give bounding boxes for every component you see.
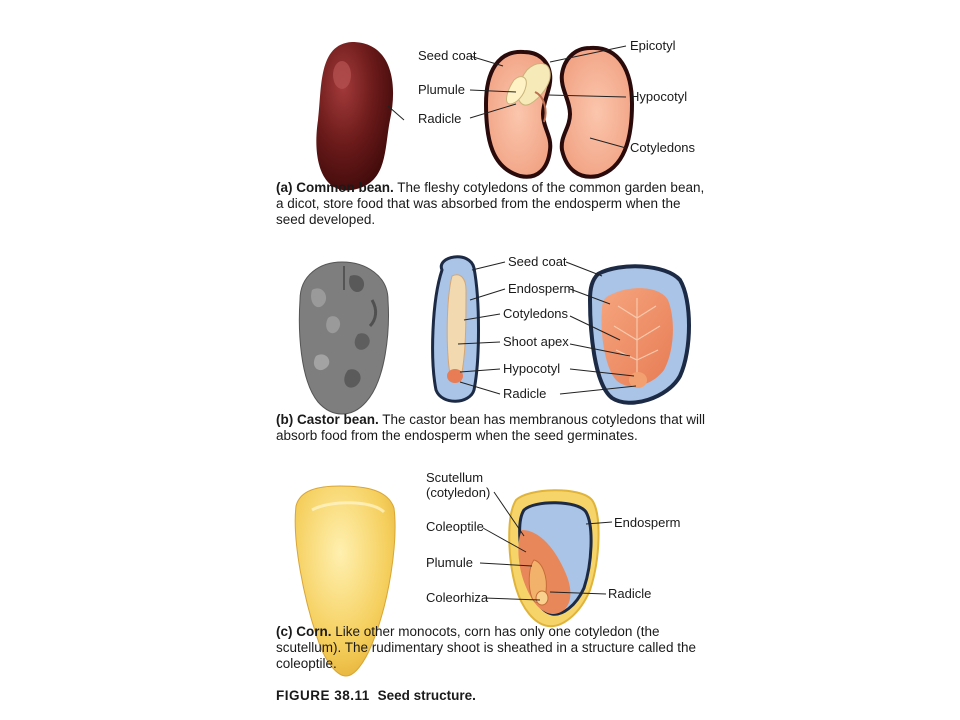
common-bean-panel: Seed coat Plumule Radicle Epicotyl Hypoc… xyxy=(316,38,696,191)
caption-b-body: The castor bean has membranous cotyledon… xyxy=(276,412,705,443)
figure-title: FIGURE 38.11 Seed structure. xyxy=(276,688,476,703)
common-bean-section xyxy=(483,45,635,179)
label-radicle-c: Radicle xyxy=(608,586,651,601)
label-hypocotyl-b: Hypocotyl xyxy=(503,361,560,376)
label-radicle-b: Radicle xyxy=(503,386,546,401)
castor-bean-face-section xyxy=(587,264,691,405)
caption-c-body: Like other monocots, corn has only one c… xyxy=(276,624,696,671)
label-cotyledons-b: Cotyledons xyxy=(503,306,569,321)
corn-kernel-section xyxy=(508,489,600,628)
common-bean-whole xyxy=(316,42,394,191)
caption-b: (b) Castor bean. The castor bean has mem… xyxy=(276,412,716,444)
label-seed-coat-a: Seed coat xyxy=(418,48,477,63)
figure-number: FIGURE 38.11 xyxy=(276,688,370,703)
label-endosperm-b: Endosperm xyxy=(508,281,574,296)
caption-a-body: The fleshy cotyledons of the common gard… xyxy=(276,180,705,227)
caption-c-head: (c) Corn. xyxy=(276,624,332,639)
label-coleorhiza-c: Coleorhiza xyxy=(426,590,489,605)
corn-panel: Scutellum (cotyledon) Coleoptile Plumule… xyxy=(294,470,680,677)
label-coleoptile-c: Coleoptile xyxy=(426,519,484,534)
castor-bean-whole xyxy=(298,261,389,415)
label-radicle-a: Radicle xyxy=(418,111,461,126)
label-scutellum-c: Scutellum xyxy=(426,470,483,485)
caption-b-head: (b) Castor bean. xyxy=(276,412,379,427)
label-hypocotyl-a: Hypocotyl xyxy=(630,89,687,104)
label-epicotyl-a: Epicotyl xyxy=(630,38,676,53)
caption-a: (a) Common bean. The fleshy cotyledons o… xyxy=(276,180,706,228)
label-seed-coat-b: Seed coat xyxy=(508,254,567,269)
label-cotyledons-a: Cotyledons xyxy=(630,140,696,155)
label-scutellum-sub-c: (cotyledon) xyxy=(426,485,490,500)
caption-c: (c) Corn. Like other monocots, corn has … xyxy=(276,624,706,672)
label-shoot-apex-b: Shoot apex xyxy=(503,334,569,349)
label-plumule-a: Plumule xyxy=(418,82,465,97)
castor-bean-side-section xyxy=(431,255,480,403)
figure-title-text: Seed structure. xyxy=(377,688,476,703)
caption-a-head: (a) Common bean. xyxy=(276,180,394,195)
corn-kernel-whole xyxy=(294,485,396,677)
castor-bean-panel: Seed coat Endosperm Cotyledons Shoot ape… xyxy=(298,254,691,415)
label-endosperm-c: Endosperm xyxy=(614,515,680,530)
label-plumule-c: Plumule xyxy=(426,555,473,570)
